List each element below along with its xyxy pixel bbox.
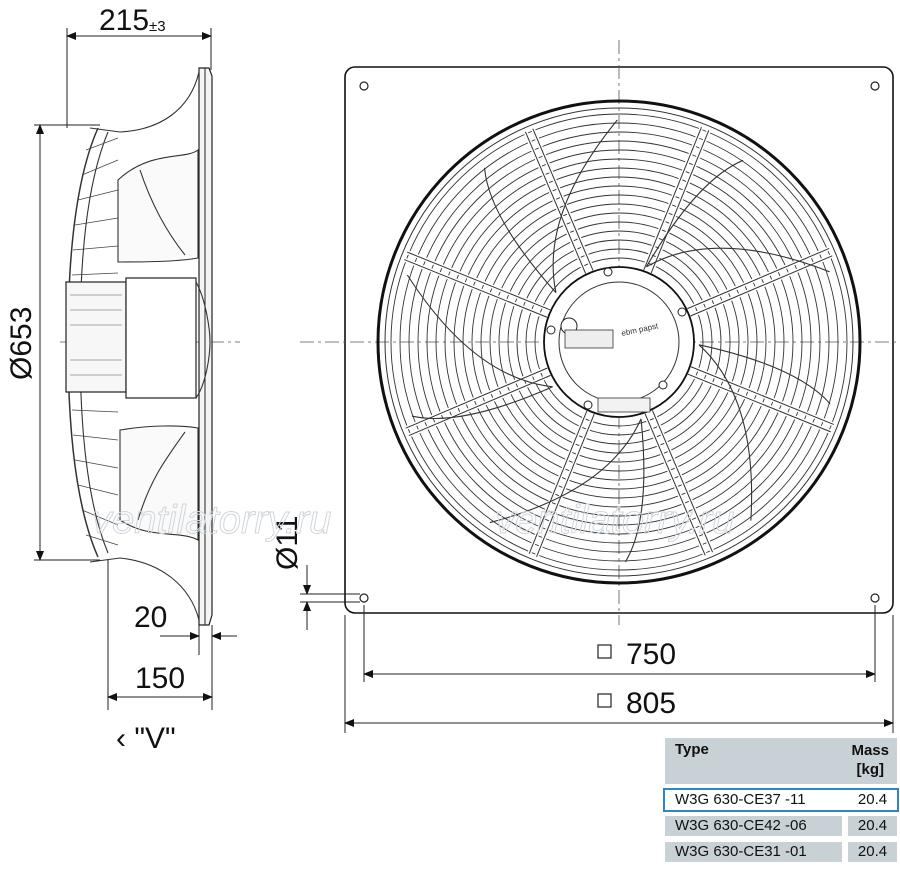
table-row[interactable]: W3G 630-CE42 -06 20.4 (665, 816, 897, 836)
watermark-left: ventilatorry.ru (92, 498, 331, 542)
mass-header: Mass[kg] (851, 742, 889, 778)
depth-dimension: 215 (99, 4, 149, 37)
front-view: ebm papst Ø11 750 805 (271, 40, 900, 733)
depth-tolerance: ±3 (149, 18, 166, 35)
mount-hole-tl (359, 81, 369, 91)
body-dimension: 150 (135, 662, 185, 695)
mount-hole-bl (359, 593, 369, 603)
inner-square-dimension: 750 (626, 638, 676, 671)
watermark-right: ventilatorry.ru (495, 498, 734, 542)
view-label: ‹ "V" (116, 722, 176, 755)
side-view: 215 ±3 Ø653 (5, 4, 240, 755)
diameter-dimension: Ø653 (5, 307, 38, 380)
mass-cell: 20.4 (848, 790, 897, 810)
mount-hole-br (870, 593, 880, 603)
mass-cell: 20.4 (848, 816, 897, 836)
mount-hole-tr (870, 81, 880, 91)
type-cell: W3G 630-CE37 -11 (665, 790, 842, 810)
table-row[interactable]: W3G 630-CE31 -01 20.4 (665, 842, 897, 862)
type-header: Type (675, 741, 709, 758)
type-table-header: Type Mass[kg] (665, 738, 897, 784)
type-cell: W3G 630-CE42 -06 (665, 816, 842, 836)
type-cell: W3G 630-CE31 -01 (665, 842, 842, 862)
outer-square-dimension: 805 (626, 687, 676, 720)
type-table: Type Mass[kg] W3G 630-CE37 -11 20.4 W3G … (663, 738, 899, 862)
hole-dimension: Ø11 (271, 516, 304, 570)
mass-cell: 20.4 (848, 842, 897, 862)
flange-dimension: 20 (134, 601, 167, 634)
table-row[interactable]: W3G 630-CE37 -11 20.4 (663, 788, 899, 812)
